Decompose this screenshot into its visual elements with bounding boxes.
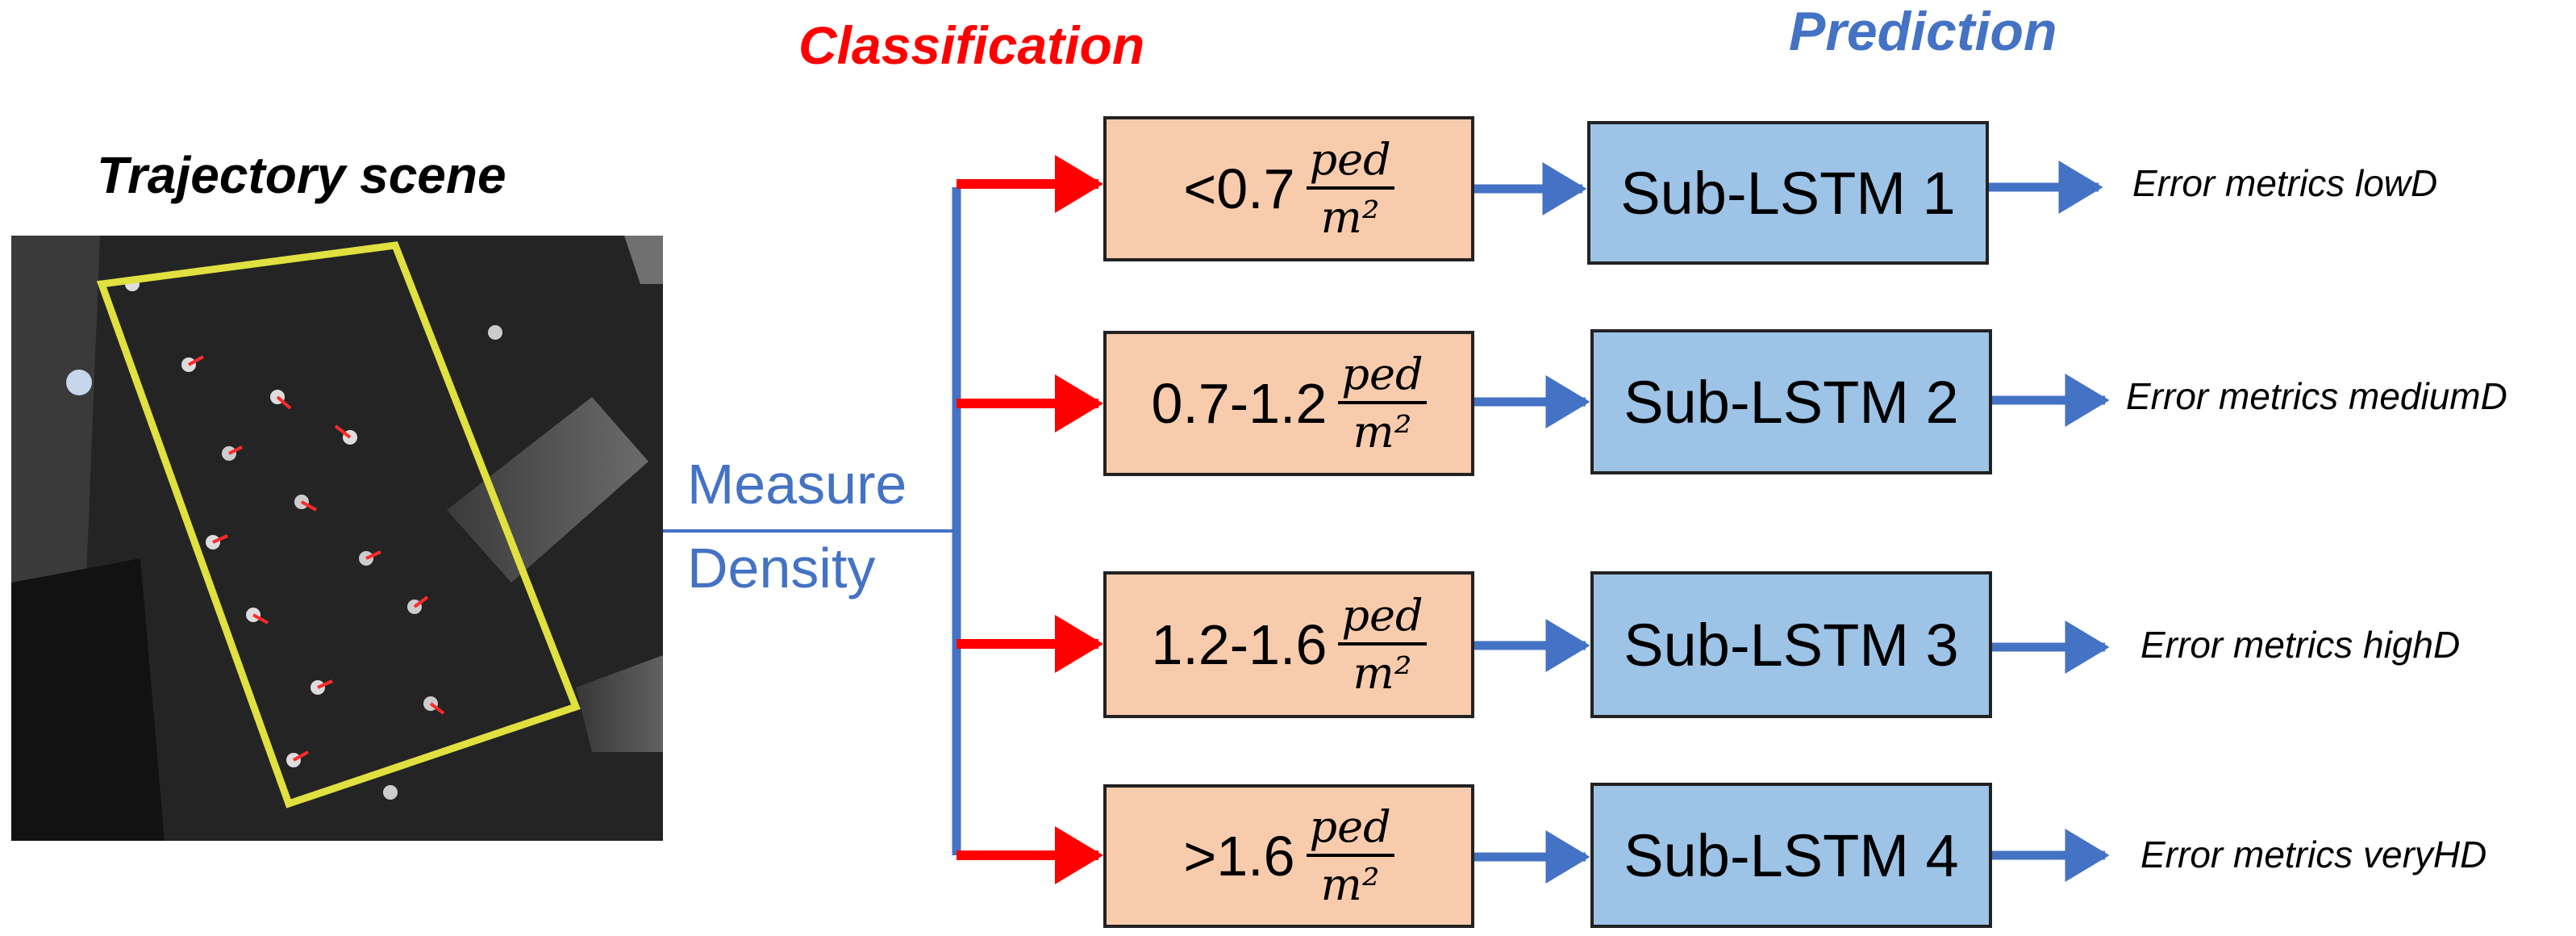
density-class-box-1: <0.7 ped m²: [1103, 116, 1474, 261]
density-class-box-3: 1.2-1.6 ped m²: [1103, 571, 1474, 718]
region-of-interest-outline: [96, 241, 581, 809]
sub-lstm-label: Sub-LSTM 4: [1624, 821, 1959, 889]
unit-numerator: ped: [1309, 801, 1391, 852]
trajectory-scene-image: [11, 236, 663, 841]
sub-lstm-label: Sub-LSTM 1: [1620, 159, 1956, 227]
fraction-bar: [1338, 642, 1427, 646]
density-range-label: 0.7-1.2: [1151, 372, 1328, 435]
density-class-box-2: 0.7-1.2 ped m²: [1103, 331, 1474, 476]
unit-numerator: ped: [1341, 349, 1423, 399]
error-metrics-label-2: Error metrics mediumD: [2126, 375, 2507, 417]
density-unit-fraction: ped m²: [1338, 349, 1427, 458]
unit-numerator: ped: [1309, 134, 1391, 185]
density-range-label: >1.6: [1183, 825, 1295, 888]
unit-denominator: m²: [1320, 192, 1380, 243]
scene-illustration: [11, 236, 663, 841]
unit-numerator: ped: [1341, 590, 1423, 641]
trajectory-scene-title: Trajectory scene: [97, 146, 506, 204]
density-range-label: 1.2-1.6: [1151, 613, 1328, 676]
sub-lstm-box-3: Sub-LSTM 3: [1590, 571, 1992, 718]
measure-label-line1: Measure: [687, 453, 907, 516]
sub-lstm-label: Sub-LSTM 2: [1624, 368, 1959, 436]
density-range-label: <0.7: [1183, 157, 1295, 220]
unit-denominator: m²: [1353, 648, 1412, 699]
fraction-bar: [1338, 401, 1427, 404]
sub-lstm-box-4: Sub-LSTM 4: [1590, 783, 1992, 928]
sub-lstm-box-1: Sub-LSTM 1: [1587, 121, 1989, 265]
prediction-heading: Prediction: [1789, 1, 2057, 62]
error-metrics-label-1: Error metrics lowD: [2132, 162, 2438, 204]
error-metrics-label-3: Error metrics highD: [2140, 624, 2461, 666]
classification-heading: Classification: [798, 15, 1145, 75]
error-metrics-label-4: Error metrics veryHD: [2140, 834, 2487, 875]
fraction-bar: [1306, 854, 1394, 857]
unit-denominator: m²: [1320, 859, 1380, 910]
sub-lstm-label: Sub-LSTM 3: [1624, 611, 1959, 679]
density-unit-fraction: ped m²: [1338, 590, 1427, 699]
unit-denominator: m²: [1353, 407, 1412, 458]
density-unit-fraction: ped m²: [1306, 134, 1394, 243]
measure-label-line2: Density: [687, 537, 876, 600]
density-class-box-4: >1.6 ped m²: [1103, 784, 1474, 928]
density-unit-fraction: ped m²: [1306, 801, 1394, 910]
fraction-bar: [1306, 186, 1394, 190]
sub-lstm-box-2: Sub-LSTM 2: [1590, 329, 1992, 474]
